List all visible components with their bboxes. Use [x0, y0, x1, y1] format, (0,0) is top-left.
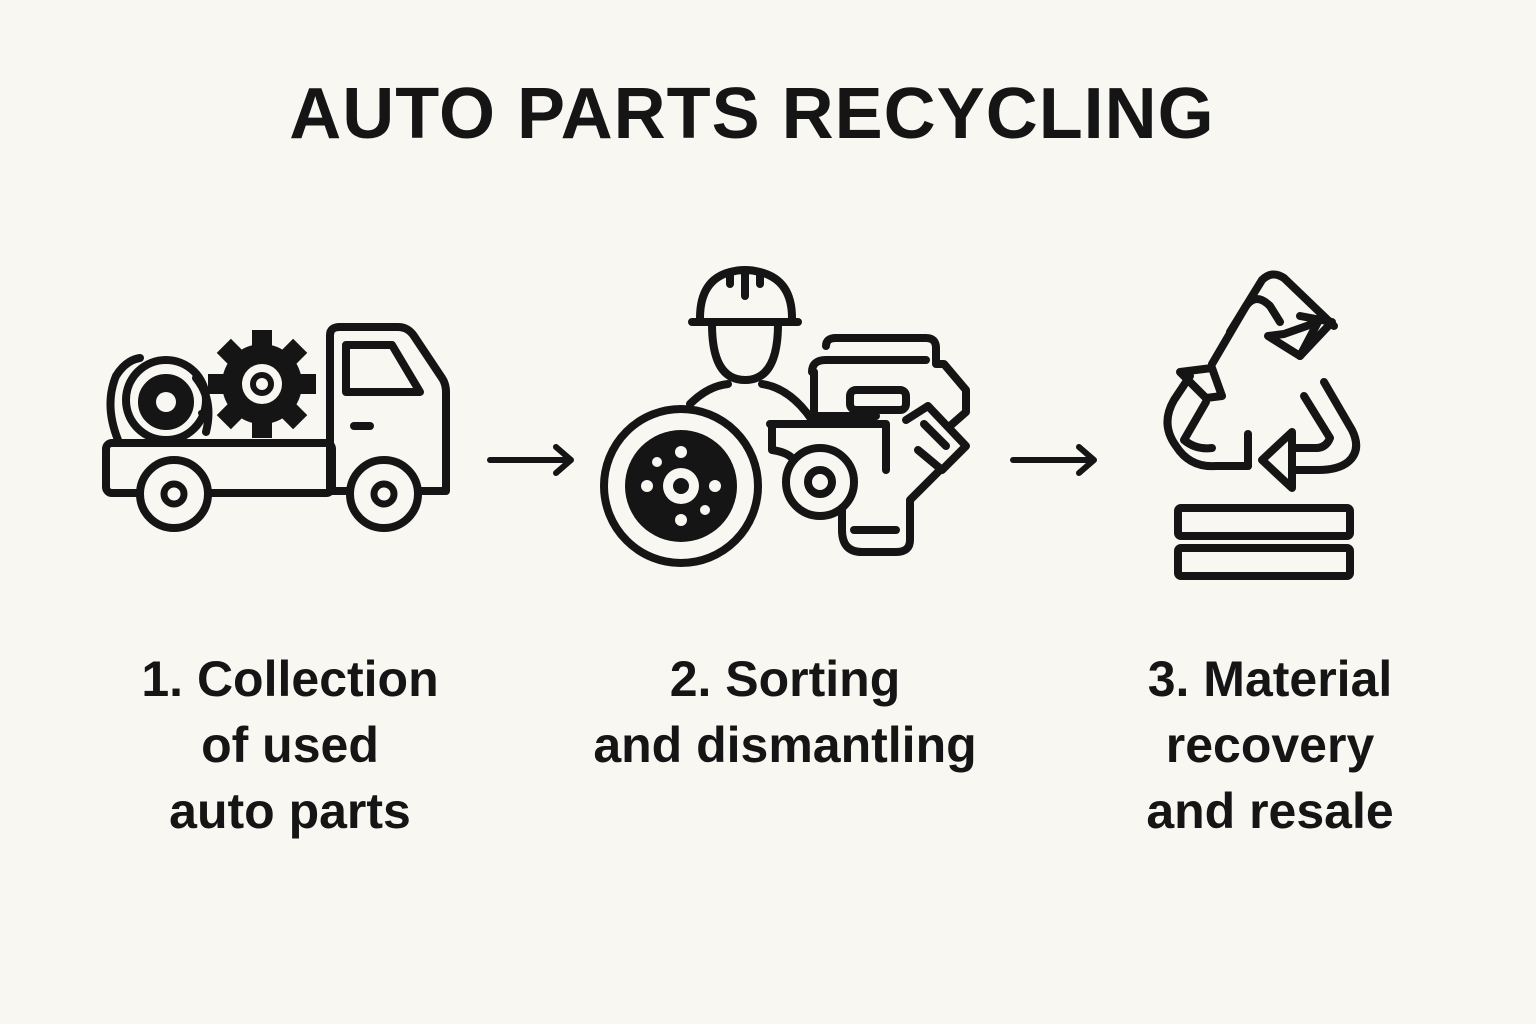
hard-hat-icon — [688, 266, 802, 326]
step-label-collection: 1. Collection of used auto parts — [141, 651, 439, 839]
recycle-icon — [1163, 270, 1361, 492]
truck-with-parts-icon — [102, 323, 450, 532]
step-label-sorting: 2. Sorting and dismantling — [593, 651, 977, 773]
worker-dismantling-parts-icon — [600, 266, 970, 567]
gear-icon — [208, 330, 316, 438]
step-label-recovery: 3. Material recovery and resale — [1146, 651, 1394, 839]
brake-rotor-icon — [600, 405, 762, 567]
arrow-right-icon — [487, 444, 574, 476]
engine-icon — [766, 334, 970, 556]
arrow-right-icon — [1010, 444, 1097, 476]
recycle-materials-icon — [1163, 270, 1361, 580]
diagram-title: AUTO PARTS RECYCLING — [289, 74, 1215, 154]
